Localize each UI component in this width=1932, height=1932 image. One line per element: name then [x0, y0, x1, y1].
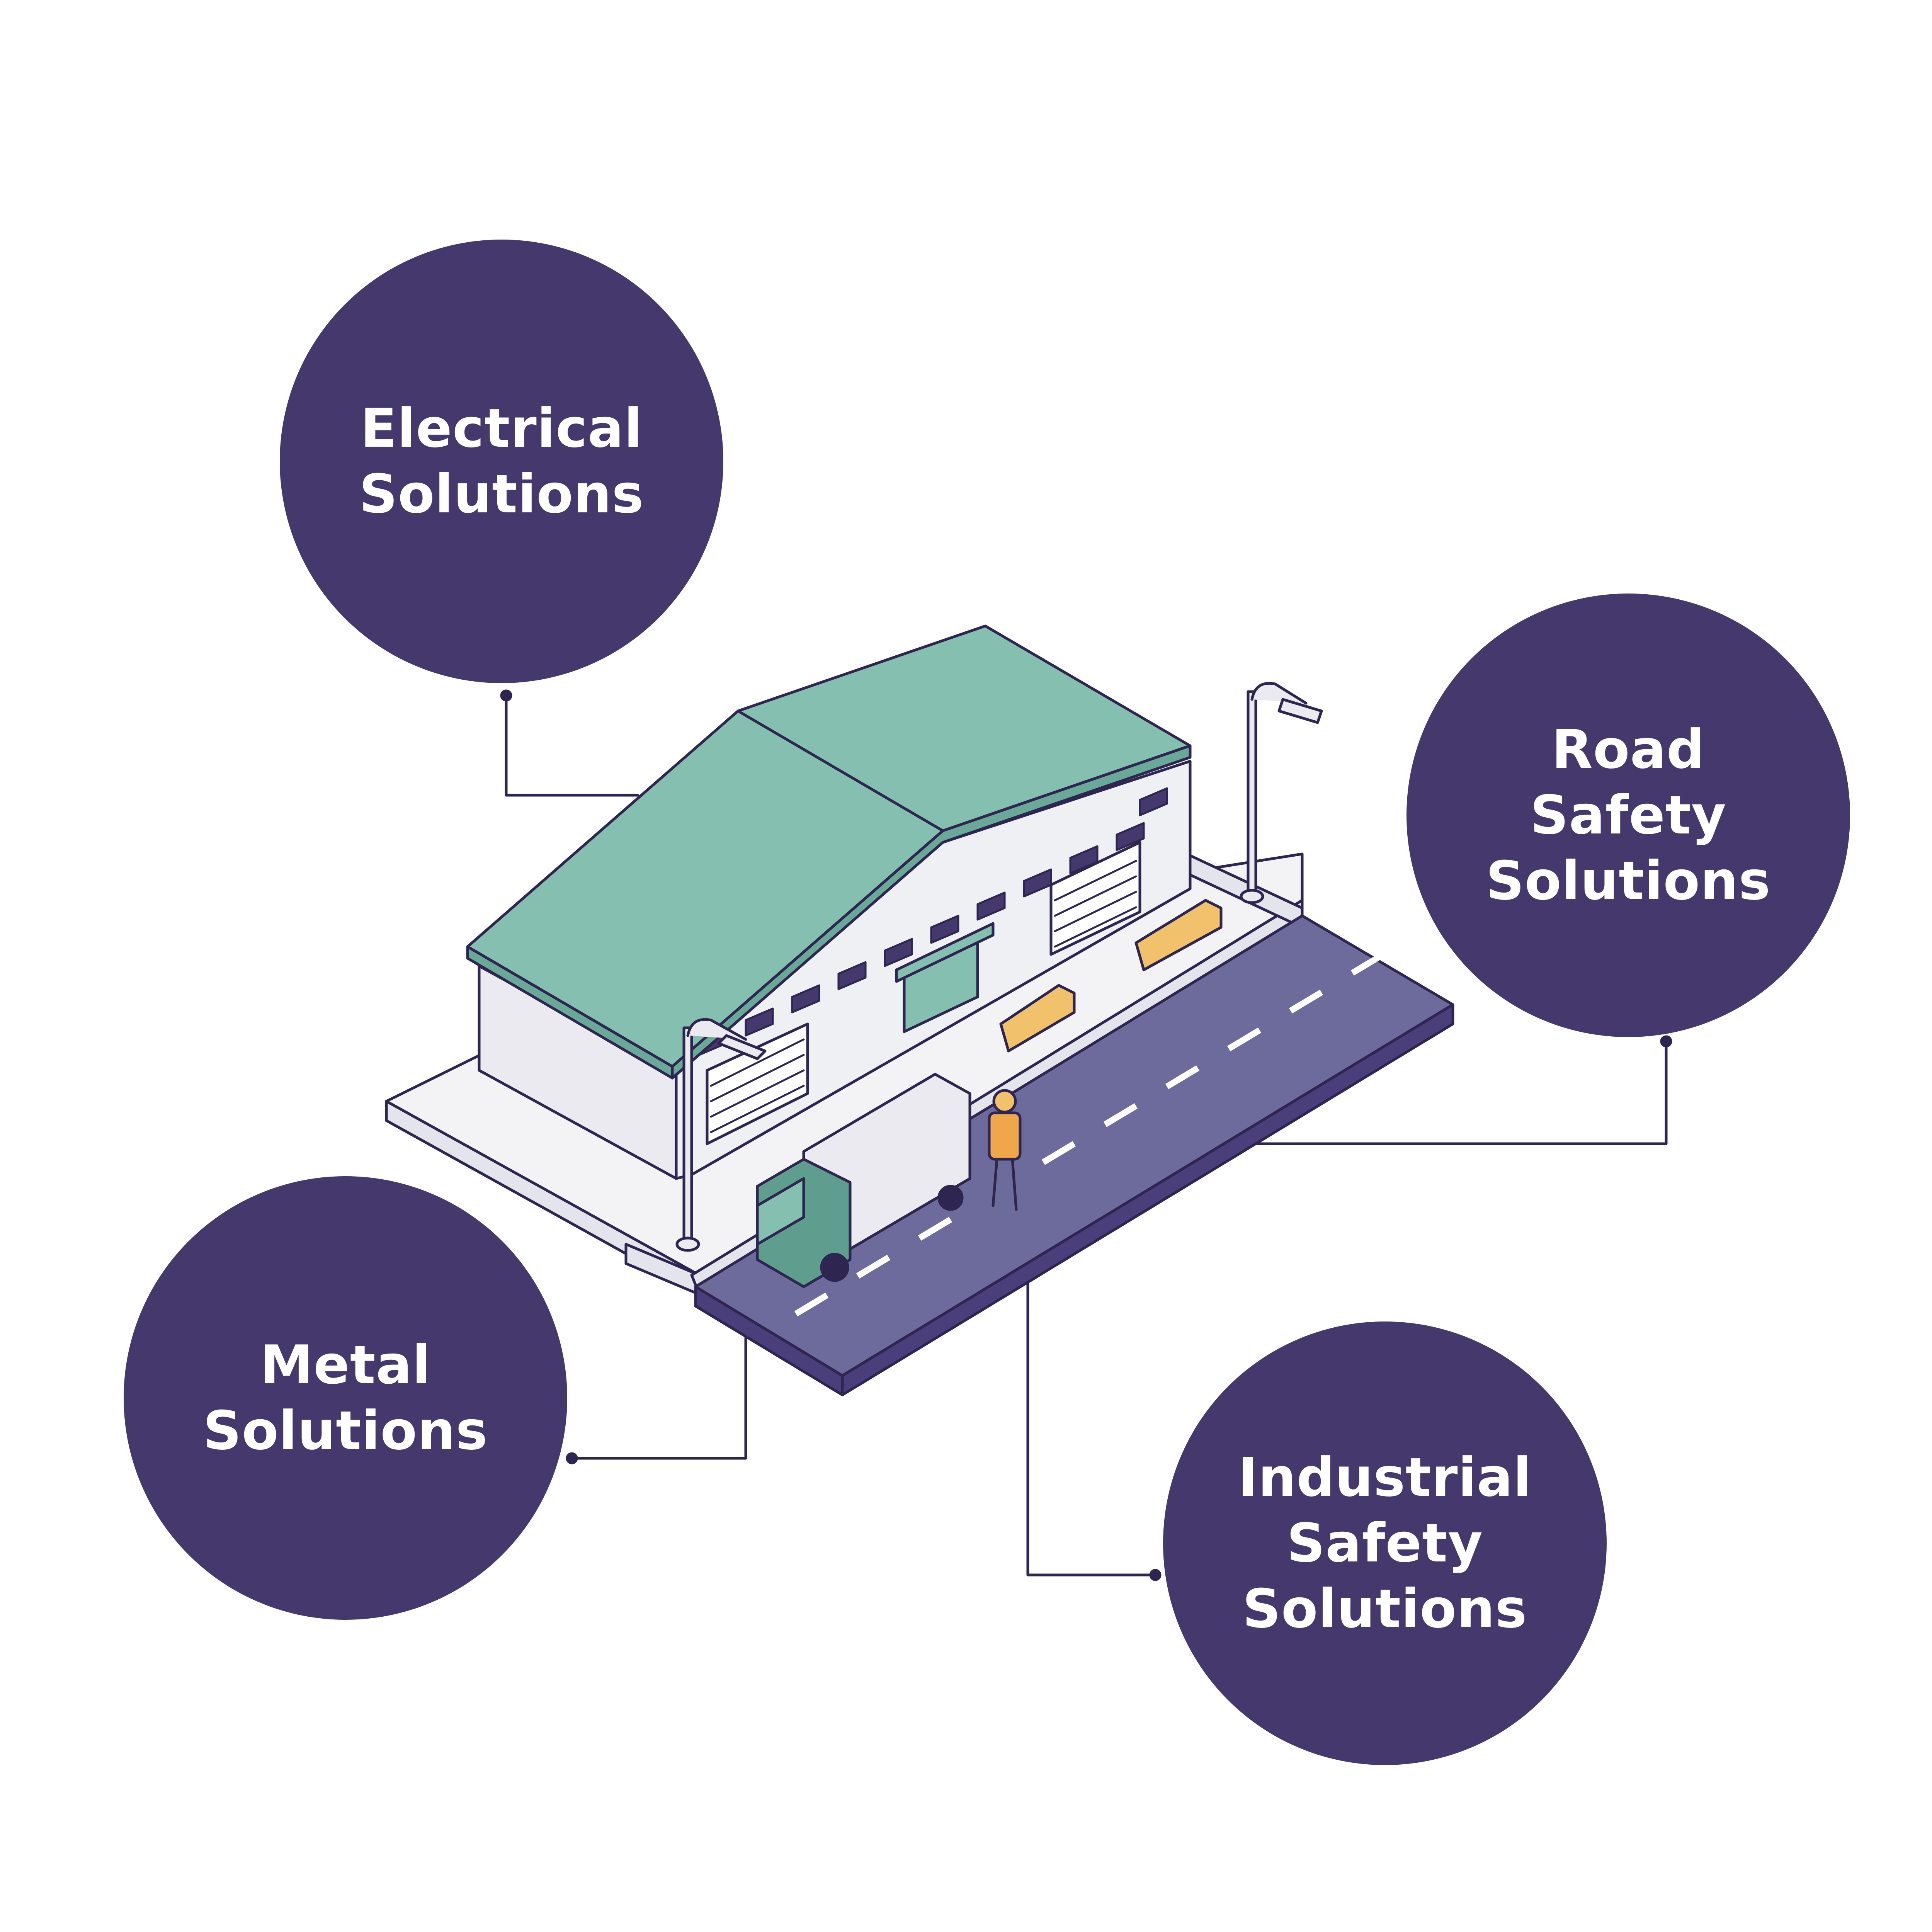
- warehouse-icon: [466, 624, 1192, 1180]
- connector-electrical: [500, 689, 639, 797]
- metal-solutions-node[interactable]: Metal Solutions: [124, 1176, 567, 1620]
- road-safety-solutions-node[interactable]: Road Safety Solutions: [1406, 594, 1850, 1037]
- connector-road-safety: [1250, 1035, 1672, 1145]
- metal-solutions-label: Metal Solutions: [203, 1334, 488, 1462]
- connector-metal: [566, 1320, 747, 1464]
- electrical-solutions-node[interactable]: Electrical Solutions: [280, 240, 723, 683]
- truck-icon: [756, 1073, 971, 1288]
- road-safety-solutions-label: Road Safety Solutions: [1486, 718, 1771, 912]
- street-lamp-icon: [675, 682, 1323, 1252]
- road-barrier-icon: [999, 899, 1223, 1053]
- connector-industrial: [1026, 1274, 1162, 1581]
- industrial-safety-solutions-label: Industrial Safety Solutions: [1238, 1446, 1532, 1640]
- electrical-solutions-label: Electrical Solutions: [359, 397, 644, 525]
- worker-icon: [988, 1089, 1022, 1211]
- road: [694, 914, 1454, 1396]
- industrial-safety-solutions-node[interactable]: Industrial Safety Solutions: [1163, 1321, 1607, 1765]
